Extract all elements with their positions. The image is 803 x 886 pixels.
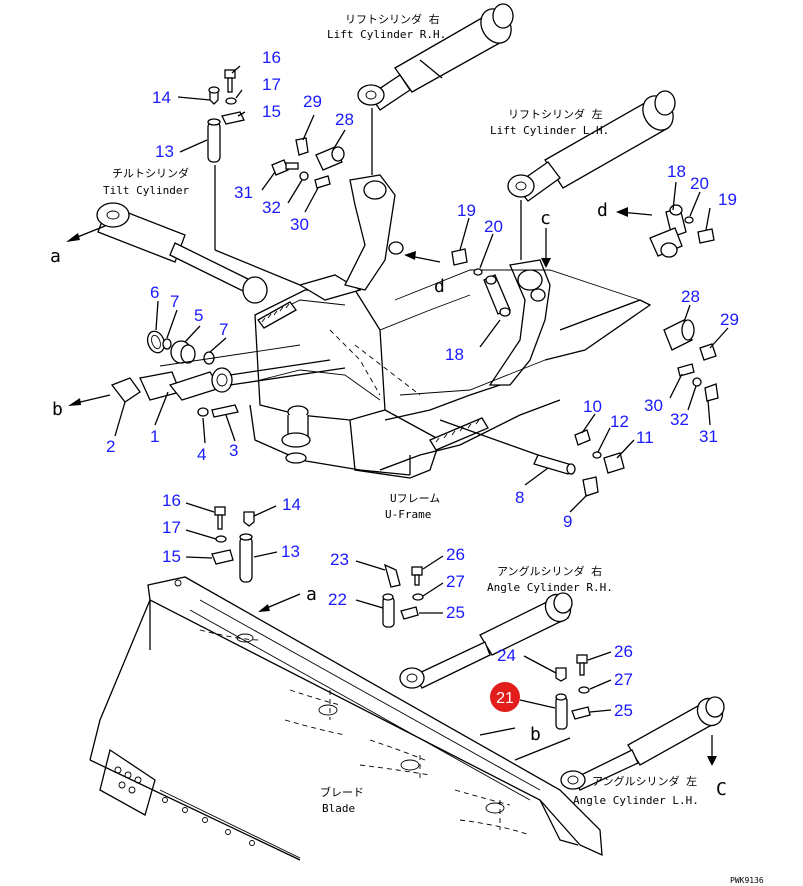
- pin-group-center-right: [451, 204, 715, 317]
- callout-2: 2: [106, 437, 115, 456]
- pin-group-top-left: [207, 69, 245, 200]
- callout-28-upper: 28: [335, 110, 354, 129]
- ref-letter-d-right: d: [597, 200, 608, 221]
- callout-19-center: 19: [457, 201, 476, 220]
- callout-12: 12: [610, 412, 629, 431]
- caption-lift-lh-en: Lift Cylinder L.H.: [490, 124, 609, 137]
- pin-group-right: [663, 319, 719, 402]
- caption-lift-rh-jp: リフトシリンダ 右: [345, 12, 440, 26]
- callout-16-lower: 16: [162, 491, 181, 510]
- callout-32-right: 32: [670, 410, 689, 429]
- caption-angle-lh-jp: アングルシリンダ 左: [592, 774, 697, 788]
- caption-tilt-en: Tilt Cylinder: [103, 184, 189, 197]
- callout-21-highlight: 21: [490, 682, 520, 712]
- caption-uframe-jp: Uフレーム: [390, 492, 440, 505]
- caption-angle-rh-en: Angle Cylinder R.H.: [487, 581, 613, 594]
- ref-letter-a-upper: a: [50, 246, 61, 267]
- caption-uframe-en: U-Frame: [385, 508, 431, 521]
- callout-31-right: 31: [699, 427, 718, 446]
- tilt-cylinder: [96, 200, 301, 304]
- callout-18-center: 18: [445, 345, 464, 364]
- caption-blade-jp: ブレード: [320, 785, 364, 799]
- lift-cylinder-lh: [507, 90, 676, 260]
- highlight-badge: [490, 682, 520, 712]
- callout-3: 3: [229, 441, 238, 460]
- callout-23: 23: [330, 550, 349, 569]
- ref-letter-b-lower: b: [530, 724, 541, 745]
- pin-group-8-12: [439, 419, 625, 497]
- callout-14-lower: 14: [282, 495, 301, 514]
- callout-25-lower: 25: [614, 701, 633, 720]
- callout-25-upper: 25: [446, 603, 465, 622]
- callout-30-upper: 30: [290, 215, 309, 234]
- callout-22: 22: [328, 590, 347, 609]
- ref-letter-a-lower: a: [306, 584, 317, 605]
- callout-27-upper: 27: [446, 572, 465, 591]
- callout-13-top: 13: [155, 142, 174, 161]
- callout-4: 4: [197, 445, 206, 464]
- caption-angle-lh-en: Angle Cylinder L.H.: [573, 794, 699, 807]
- callout-18-right: 18: [667, 162, 686, 181]
- ref-letter-c-lower: C: [716, 779, 727, 800]
- callout-10: 10: [583, 397, 602, 416]
- drawing-code: PWK9136: [730, 876, 764, 885]
- callout-13-lower: 13: [281, 542, 300, 561]
- callout-16-top: 16: [262, 48, 281, 67]
- reference-arrows: [66, 207, 717, 766]
- callout-7-upper: 7: [170, 292, 179, 311]
- callout-11: 11: [636, 428, 654, 447]
- callout-15-top: 15: [262, 102, 281, 121]
- blade-pin-groups: [211, 506, 591, 730]
- callout-17-top: 17: [262, 75, 281, 94]
- callout-27-lower: 27: [614, 670, 633, 689]
- callout-31-upper: 31: [234, 183, 253, 202]
- callout-20-center: 20: [484, 217, 503, 236]
- callout-7-lower: 7: [219, 320, 228, 339]
- lift-cylinder-rh: [357, 3, 514, 175]
- u-frame: [249, 174, 652, 479]
- callout-14-top: 14: [152, 88, 171, 107]
- callout-15-lower: 15: [162, 547, 181, 566]
- callout-32-upper: 32: [262, 198, 281, 217]
- caption-blade-en: Blade: [322, 802, 355, 815]
- callout-26-lower: 26: [614, 642, 633, 661]
- callout-19-right: 19: [718, 190, 737, 209]
- callout-1: 1: [150, 427, 159, 446]
- caption-lift-rh-en: Lift Cylinder R.H.: [327, 28, 446, 41]
- callout-21: 21: [496, 690, 514, 707]
- callout-20-right: 20: [690, 174, 709, 193]
- caption-angle-rh-jp: アングルシリンダ 右: [497, 564, 602, 578]
- leader-lines: [114, 59, 729, 713]
- angle-cylinder-rh: [399, 592, 573, 689]
- callout-28-right: 28: [681, 287, 700, 306]
- callout-17-lower: 17: [162, 518, 181, 537]
- ref-letter-c-upper: c: [540, 208, 551, 229]
- callout-8: 8: [515, 488, 524, 507]
- ref-letter-b-upper: b: [52, 399, 63, 420]
- caption-lift-lh-jp: リフトシリンダ 左: [508, 107, 603, 121]
- callout-9: 9: [563, 512, 572, 531]
- angle-cylinder-lh: [560, 696, 725, 791]
- callout-24: 24: [497, 646, 516, 665]
- ref-letter-d-center: d: [434, 276, 445, 297]
- callout-30-right: 30: [644, 396, 663, 415]
- blade: [89, 576, 603, 861]
- pin-group-upper-middle: [271, 137, 345, 189]
- callout-5: 5: [194, 306, 203, 325]
- tilt-mount-parts: [110, 330, 346, 418]
- callout-6: 6: [150, 283, 159, 302]
- callout-29-right: 29: [720, 310, 739, 329]
- caption-tilt-jp: チルトシリンダ: [112, 166, 189, 180]
- callout-29-upper: 29: [303, 92, 322, 111]
- callout-26-upper: 26: [446, 545, 465, 564]
